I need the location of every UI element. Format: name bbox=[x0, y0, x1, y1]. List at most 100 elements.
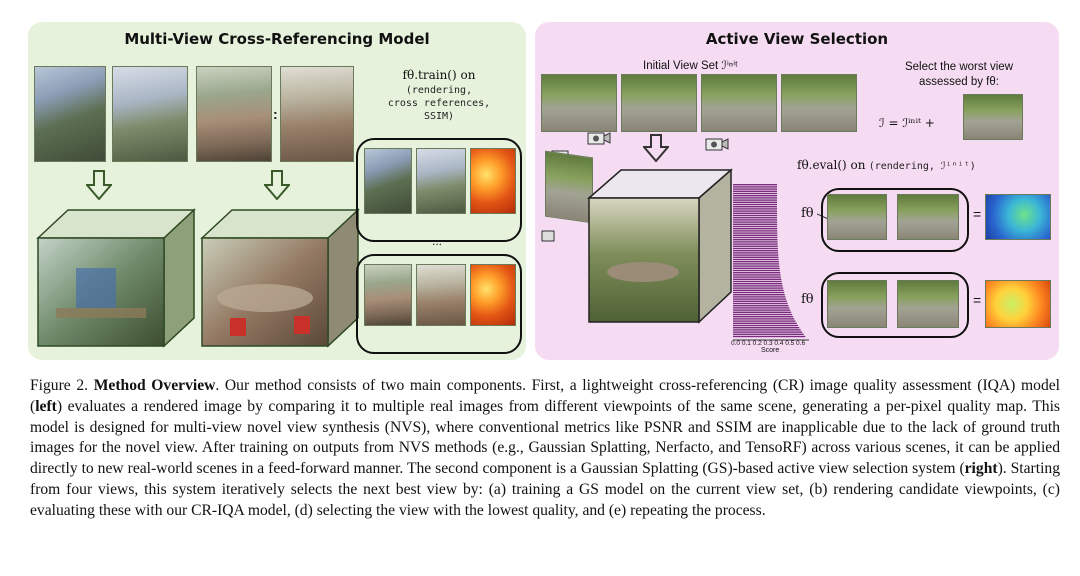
score-bar bbox=[733, 309, 791, 311]
right-panel-title: Active View Selection bbox=[705, 30, 889, 48]
score-bar bbox=[733, 307, 790, 309]
score-bar bbox=[733, 298, 787, 300]
fountain-photo-1 bbox=[196, 66, 272, 162]
score-bar bbox=[733, 320, 796, 322]
score-bar bbox=[733, 318, 795, 320]
eval-render bbox=[827, 194, 887, 240]
down-arrow-icon bbox=[264, 170, 290, 200]
score-bar bbox=[733, 203, 778, 206]
initial-view-4 bbox=[781, 74, 857, 132]
caption-part-2: ) evaluates a rendered image by comparin… bbox=[30, 397, 1060, 478]
caption-title: Method Overview bbox=[93, 377, 216, 394]
score-axis-label: Score bbox=[761, 347, 780, 354]
eval-reference bbox=[897, 194, 959, 240]
score-bar bbox=[733, 322, 797, 324]
score-bar bbox=[733, 223, 778, 225]
select-worst-view-text: Select the worst view assessed by fθ: bbox=[879, 60, 1039, 90]
train-arg-cross-references: cross references, bbox=[387, 98, 491, 109]
caption-part-1: . Our method consists of two main compon… bbox=[30, 377, 1060, 415]
eval-render bbox=[827, 280, 887, 328]
eval-reference bbox=[897, 280, 959, 328]
score-bar bbox=[733, 272, 781, 274]
score-bar bbox=[733, 186, 777, 188]
down-arrow-icon bbox=[643, 134, 669, 162]
caption-left-keyword: left bbox=[35, 397, 57, 415]
train-arguments: (rendering, cross references, SSIM) bbox=[366, 84, 512, 123]
select-label-line2: assessed by fθ: bbox=[919, 76, 999, 88]
quality-map-good bbox=[985, 194, 1051, 240]
active-view-selection-panel: Active View Selection Initial View Set ℐ… bbox=[535, 22, 1059, 360]
score-bar bbox=[733, 289, 784, 291]
score-bar bbox=[733, 258, 779, 261]
fountain-photo-2 bbox=[280, 66, 354, 162]
score-bar bbox=[733, 269, 780, 272]
score-axis-ticks: 0.0 0.1 0.2 0.3 0.4 0.5 0.6 bbox=[731, 340, 806, 347]
score-bar bbox=[733, 230, 778, 232]
score-bar bbox=[733, 280, 782, 283]
initial-view-3 bbox=[701, 74, 777, 132]
score-bar bbox=[733, 197, 778, 199]
caption-right-keyword: right bbox=[964, 460, 998, 478]
score-bar bbox=[733, 188, 777, 190]
score-bar bbox=[733, 225, 778, 228]
left-panel-title: Multi-View Cross-Referencing Model bbox=[124, 30, 430, 48]
score-bar bbox=[733, 316, 794, 318]
sample-render bbox=[364, 148, 412, 214]
sample-reference bbox=[416, 148, 466, 214]
caption-part-3: ). Starting from four views, this system… bbox=[30, 460, 1060, 519]
score-bar bbox=[733, 184, 777, 186]
train-arg-ssim: SSIM) bbox=[423, 111, 455, 122]
playground-photo-1 bbox=[34, 66, 106, 162]
score-bar bbox=[733, 283, 783, 285]
fountain-scene-cube bbox=[200, 208, 360, 348]
score-bar bbox=[733, 263, 780, 265]
playground-scene-cube bbox=[36, 208, 196, 348]
score-bar bbox=[733, 212, 778, 214]
score-bar bbox=[733, 333, 804, 335]
cr-iqa-panel: Multi-View Cross-Referencing Model : bbox=[28, 22, 526, 360]
score-bar bbox=[733, 296, 786, 298]
initial-view-set-label: Initial View Set ℐⁱⁿⁱᵗ bbox=[643, 60, 738, 72]
initial-view-1 bbox=[541, 74, 617, 132]
score-bar bbox=[733, 250, 779, 252]
camera-icon bbox=[541, 230, 555, 242]
camera-icon bbox=[705, 138, 729, 151]
score-bar bbox=[733, 302, 788, 305]
score-bar bbox=[733, 245, 778, 247]
score-bar bbox=[733, 313, 793, 316]
score-bar bbox=[733, 217, 778, 219]
score-bar bbox=[733, 247, 778, 250]
score-bar bbox=[733, 285, 783, 287]
score-bar bbox=[733, 274, 781, 276]
score-bar bbox=[733, 208, 778, 210]
score-bar bbox=[733, 219, 778, 221]
score-bar bbox=[733, 300, 787, 302]
equals-sign: = bbox=[973, 292, 982, 308]
select-label-line1: Select the worst view bbox=[904, 61, 1013, 73]
eval-function-row: fθ.eval() on (rendering, ℐⁱⁿⁱᵗ) bbox=[797, 158, 976, 172]
gaussian-splatting-cube bbox=[587, 168, 733, 324]
eval-function-label: fθ.eval() on bbox=[797, 158, 866, 172]
equals-sign: = bbox=[973, 206, 982, 222]
score-bar bbox=[733, 265, 780, 267]
quality-map-bad bbox=[985, 280, 1051, 328]
score-bar bbox=[733, 232, 778, 234]
score-bars bbox=[733, 184, 806, 338]
score-bar bbox=[733, 241, 778, 243]
score-bar bbox=[733, 243, 778, 245]
score-bar bbox=[733, 190, 778, 192]
separator-colon: : bbox=[273, 106, 278, 122]
eval-input-group bbox=[821, 272, 969, 338]
ellipsis: ... bbox=[432, 234, 443, 248]
score-bar bbox=[733, 335, 806, 338]
score-bar bbox=[733, 192, 778, 195]
score-bar bbox=[733, 324, 798, 327]
score-bar bbox=[733, 287, 784, 289]
score-bar bbox=[733, 329, 801, 331]
score-bar bbox=[733, 291, 785, 294]
score-bar bbox=[733, 311, 792, 313]
training-sample-group bbox=[356, 254, 522, 354]
sample-quality-map bbox=[470, 148, 516, 214]
score-bar bbox=[733, 331, 803, 333]
score-bar bbox=[733, 252, 779, 254]
